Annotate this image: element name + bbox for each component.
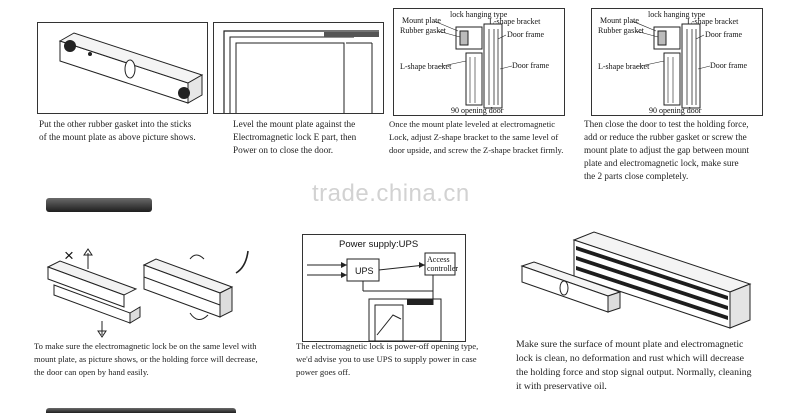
watermark: trade.china.cn: [312, 180, 470, 207]
ups-schematic: Power supply:UPS UPS Access controller: [307, 239, 458, 342]
mount-plate-gasket-drawing: [58, 32, 204, 104]
label-opening-door: 90 opening door: [649, 106, 702, 115]
label-hanging-type: lock hanging type: [648, 10, 706, 19]
access-label-1: Access: [427, 255, 450, 264]
power-supply-title: Power supply:UPS: [339, 239, 418, 250]
caption-line: Once the mount plate leveled at electrom…: [389, 119, 556, 129]
ups-wiring-diagram: Power supply:UPS UPS Access controller: [302, 234, 466, 342]
caption-line: Lock, adjust Z-shape bracket to the same…: [389, 132, 559, 142]
bracket-diagram-closed: lock hanging type Mount plate L-shape br…: [598, 10, 748, 115]
label-mount-plate: Mount plate: [600, 16, 639, 25]
label-door-frame-1: Door frame: [705, 30, 743, 39]
caption-line: lock is clean, no deformation and rust w…: [516, 353, 744, 364]
access-label-2: controller: [427, 264, 458, 273]
step3-caption: Once the mount plate leveled at electrom…: [389, 118, 589, 157]
caption-line: Level the mount plate against the: [233, 119, 356, 129]
caption-line: we'd advise you to use UPS to supply pow…: [296, 354, 477, 364]
step4-caption: Then close the door to test the holding …: [584, 118, 784, 183]
caption-line: door upside, and screw the Z-shape brack…: [389, 145, 564, 155]
label-l-shape: L-shape bracket: [400, 62, 452, 71]
caption-line: The electromagnetic lock is power-off op…: [296, 341, 479, 351]
label-rubber-gasket: Rubber gasket: [400, 26, 447, 35]
caption-line: mount plate to adjust the gap between mo…: [584, 145, 750, 155]
caption-line: To make sure the electromagnetic lock be…: [34, 341, 257, 351]
bracket-diagram: lock hanging type Mount plate L-shape br…: [400, 10, 550, 115]
label-door-frame-2: Door frame: [710, 61, 748, 70]
wrong-mark-icon: ×: [64, 246, 74, 265]
label-l-shape: L-shape bracket: [598, 62, 650, 71]
caption-line: it with preservative oil.: [516, 381, 607, 392]
label-mount-plate: Mount plate: [402, 16, 441, 25]
label-opening-door: 90 opening door: [451, 106, 504, 115]
step1-caption: Put the other rubber gasket into the sti…: [39, 118, 219, 144]
section-divider-bar: [46, 198, 152, 212]
ups-label: UPS: [355, 266, 374, 276]
caption-line: of the mount plate as above picture show…: [39, 132, 196, 142]
step2-caption: Level the mount plate against the Electr…: [233, 118, 403, 157]
step7-caption: Make sure the surface of mount plate and…: [516, 338, 776, 394]
lock-surface-drawing: [520, 231, 752, 329]
caption-line: Then close the door to test the holding …: [584, 119, 749, 129]
door-frame-drawing: [223, 30, 379, 113]
step5-caption: To make sure the electromagnetic lock be…: [34, 340, 294, 379]
step1-illustration: [37, 22, 208, 114]
step3-illustration: lock hanging type Mount plate L-shape br…: [393, 8, 565, 116]
caption-line: power goes off.: [296, 367, 351, 377]
label-rubber-gasket: Rubber gasket: [598, 26, 645, 35]
step4-illustration: lock hanging type Mount plate L-shape br…: [591, 8, 763, 116]
caption-line: Put the other rubber gasket into the sti…: [39, 119, 192, 129]
caption-line: add or reduce the rubber gasket or screw…: [584, 132, 747, 142]
step6-caption: The electromagnetic lock is power-off op…: [296, 340, 506, 379]
caption-line: the 2 parts close completely.: [584, 171, 689, 181]
label-hanging-type: lock hanging type: [450, 10, 508, 19]
label-l-shape-top: L-shape bracket: [687, 17, 739, 26]
bottom-divider-bar: [46, 408, 236, 413]
caption-line: the holding force and stop signal output…: [516, 367, 752, 378]
caption-line: Make sure the surface of mount plate and…: [516, 339, 744, 350]
caption-line: Electromagnetic lock E part, then: [233, 132, 357, 142]
caption-line: plate and electromagnetic lock, make sur…: [584, 158, 739, 168]
label-door-frame-1: Door frame: [507, 30, 545, 39]
level-comparison-drawing: ×: [46, 246, 249, 338]
label-l-shape-top: L-shape bracket: [489, 17, 541, 26]
label-door-frame-2: Door frame: [512, 61, 550, 70]
caption-line: mount plate, as picture shows, or the ho…: [34, 354, 258, 364]
caption-line: Power on to close the door.: [233, 145, 334, 155]
caption-line: the door can open by hand easily.: [34, 367, 149, 377]
step2-illustration: [213, 22, 384, 114]
